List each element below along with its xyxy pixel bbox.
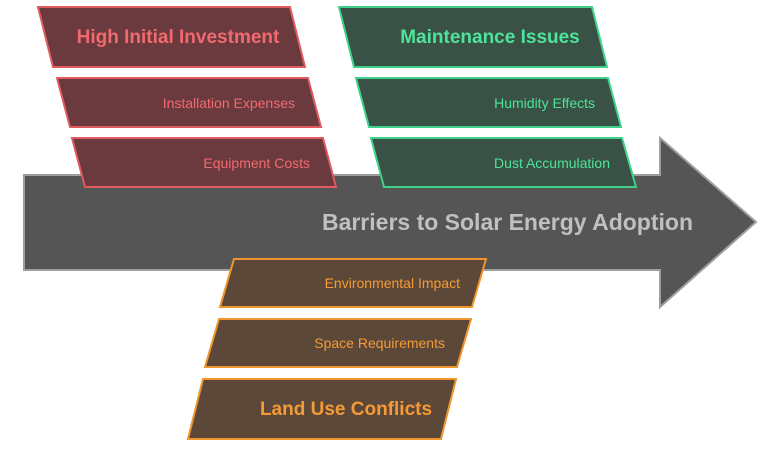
category-maintenance-issues: Maintenance Issues Humidity Effects Dust… — [337, 6, 638, 188]
category-high-initial-investment: High Initial Investment Installation Exp… — [36, 6, 338, 188]
category-title-land-use-conflicts: Land Use Conflicts — [260, 399, 432, 420]
cause-label-humidity-effects: Humidity Effects — [494, 95, 595, 111]
cause-box-installation-expenses — [55, 77, 323, 128]
category-box-maintenance-issues — [337, 6, 609, 68]
category-box-land-use-conflicts — [186, 378, 458, 440]
spine-title: Barriers to Solar Energy Adoption — [322, 209, 693, 235]
category-land-use-conflicts: Environmental Impact Space Requirements … — [186, 258, 488, 440]
cause-label-dust-accumulation: Dust Accumulation — [494, 155, 610, 171]
cause-box-environmental-impact — [218, 258, 488, 308]
cause-label-equipment-costs: Equipment Costs — [203, 155, 310, 171]
cause-label-environmental-impact: Environmental Impact — [325, 275, 461, 291]
cause-label-space-requirements: Space Requirements — [314, 335, 445, 351]
cause-box-dust-accumulation — [369, 137, 638, 188]
cause-box-space-requirements — [203, 318, 473, 368]
cause-box-equipment-costs — [70, 137, 338, 188]
cause-box-humidity-effects — [354, 77, 623, 128]
category-box-high-initial-investment — [36, 6, 307, 68]
category-title-maintenance-issues: Maintenance Issues — [400, 27, 580, 48]
cause-label-installation-expenses: Installation Expenses — [163, 95, 295, 111]
category-title-high-initial-investment: High Initial Investment — [77, 27, 280, 48]
